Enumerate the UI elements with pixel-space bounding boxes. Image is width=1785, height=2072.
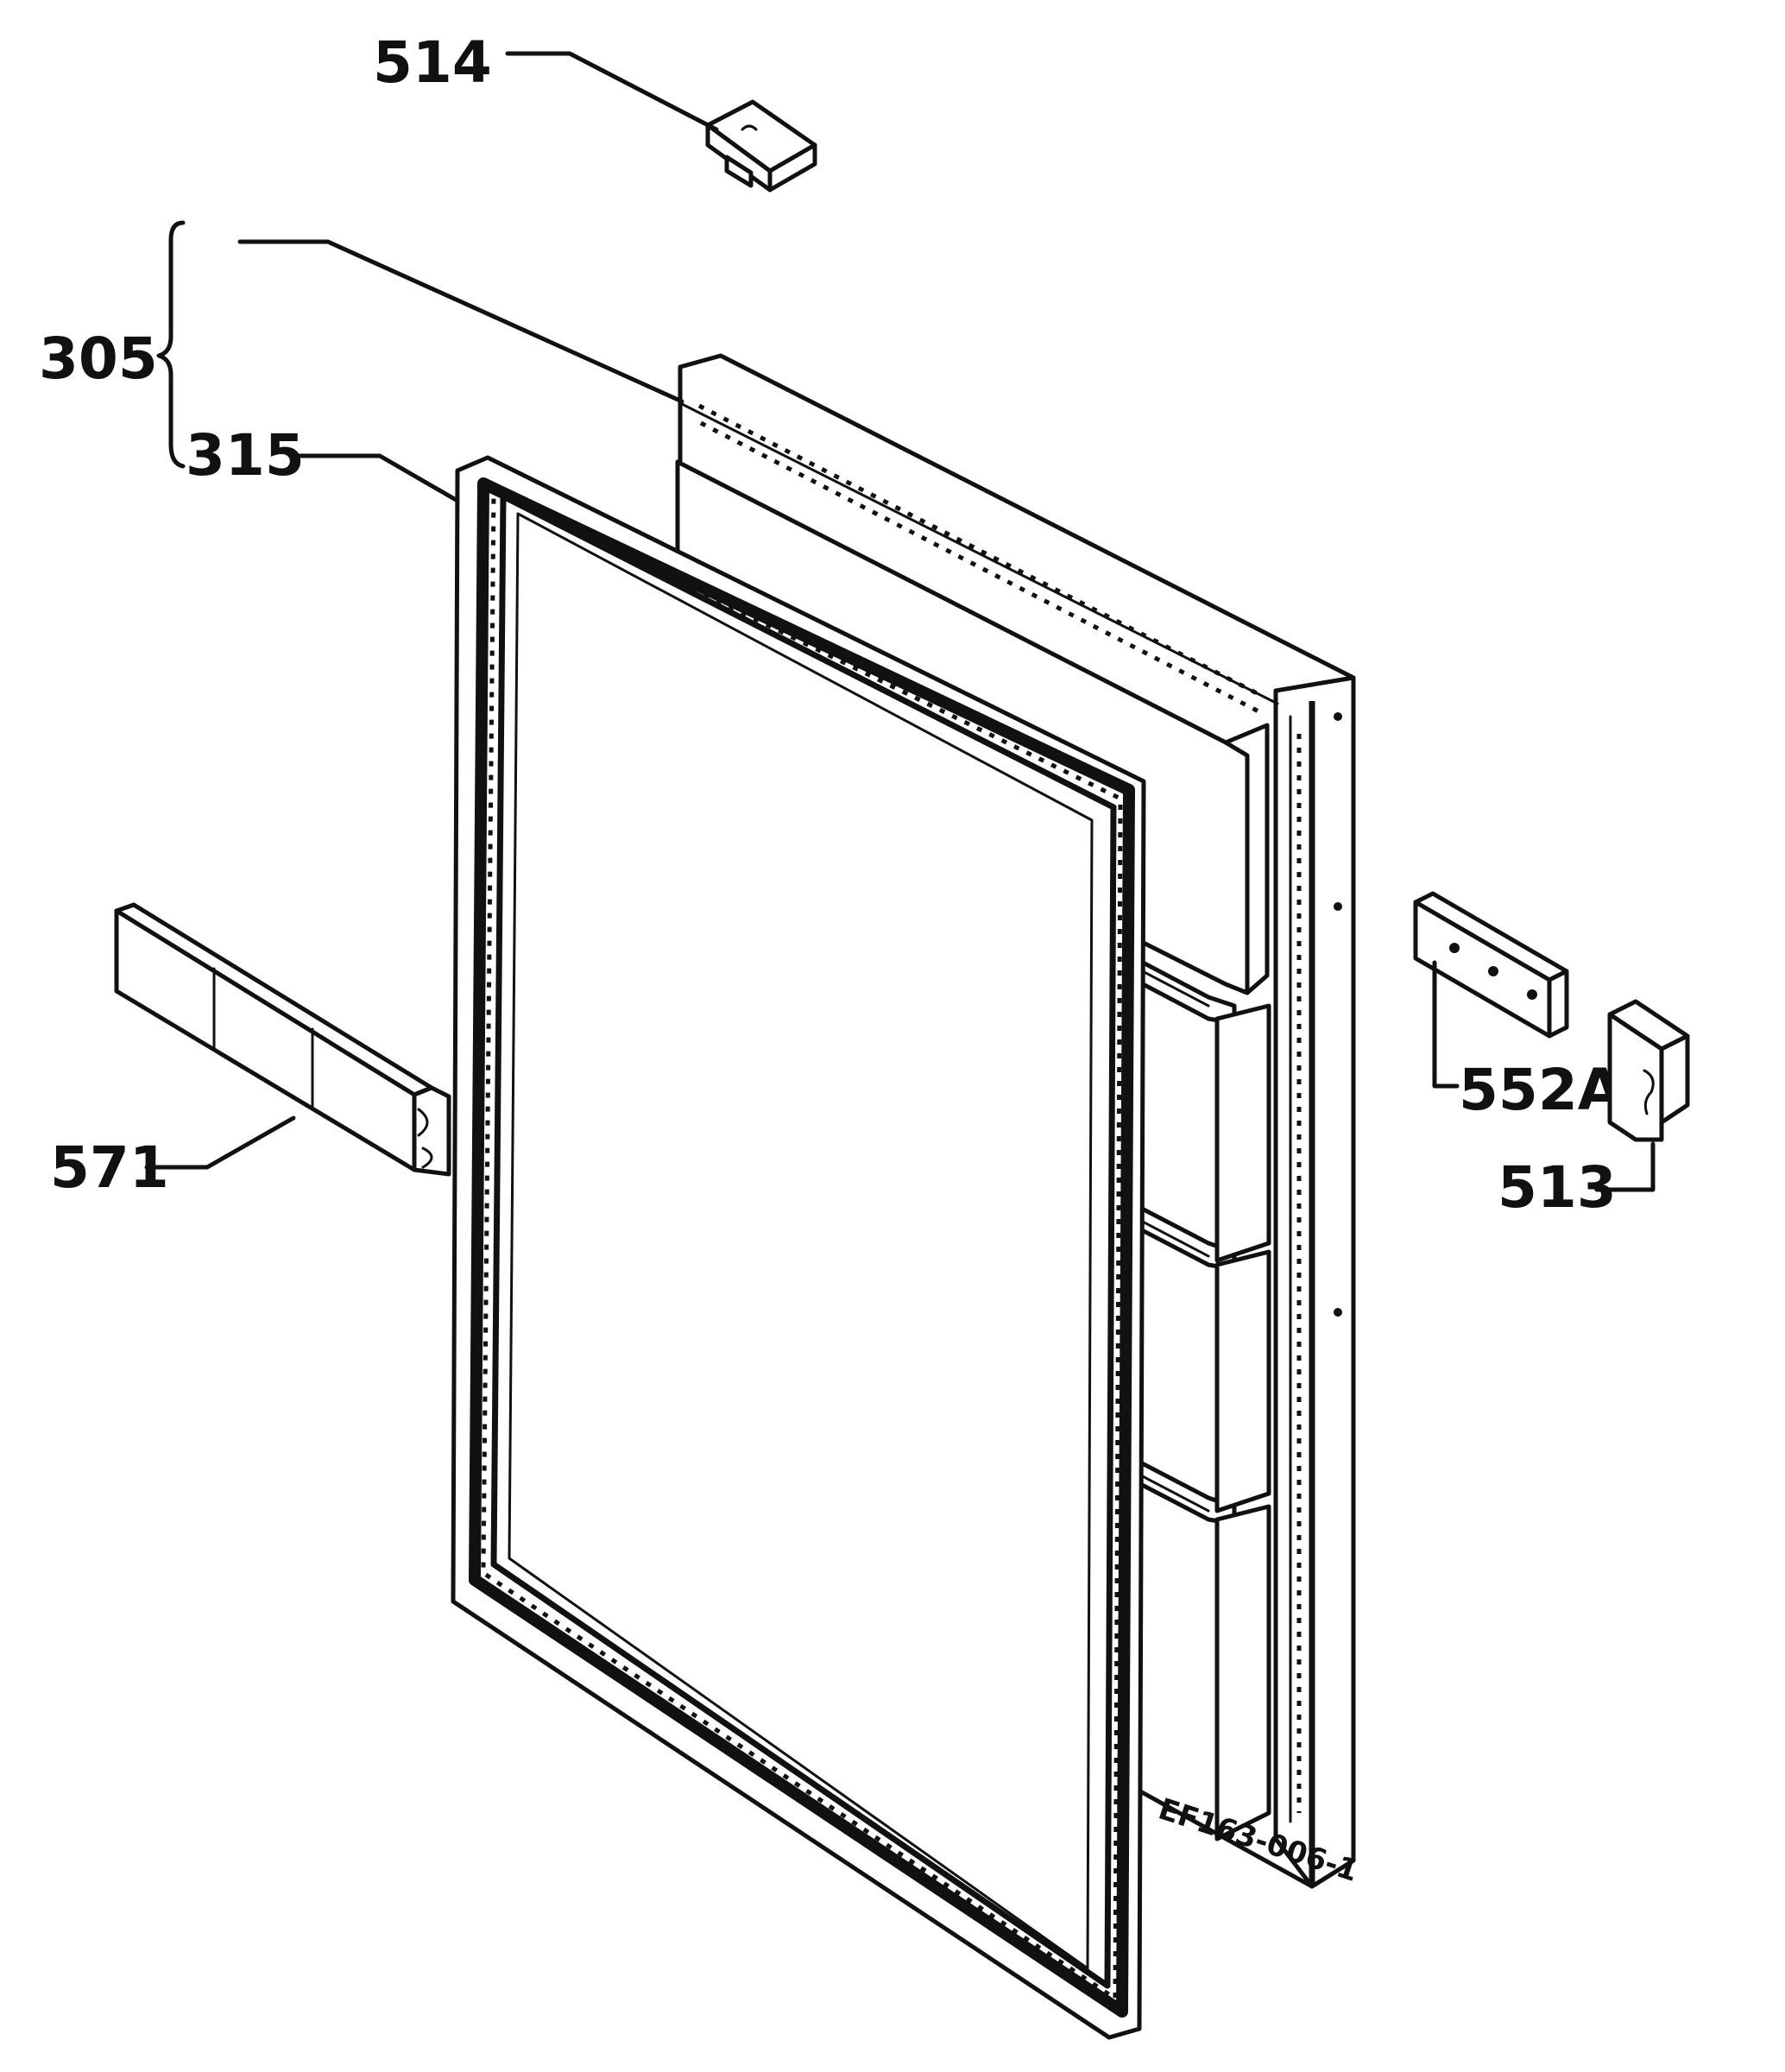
leader-514 [505,51,719,132]
part-571-shelf [114,902,451,1177]
part-513-hinge-bracket [1607,999,1690,1142]
leader-571 [144,1115,296,1170]
part-514-cap [705,99,817,193]
label-315: 315 [186,422,305,489]
label-514: 514 [373,29,492,96]
label-552a: 552A [1459,1057,1622,1123]
label-305: 305 [39,325,158,392]
leader-305 [237,239,684,404]
leader-315 [291,453,460,503]
leader-513 [1594,1141,1656,1192]
brace-305 [156,220,186,469]
part-552a-hinge-plate [1413,891,1569,1039]
leader-552a [1432,960,1460,1089]
part-315-gasket [451,455,1146,2040]
label-513: 513 [1498,1154,1617,1221]
